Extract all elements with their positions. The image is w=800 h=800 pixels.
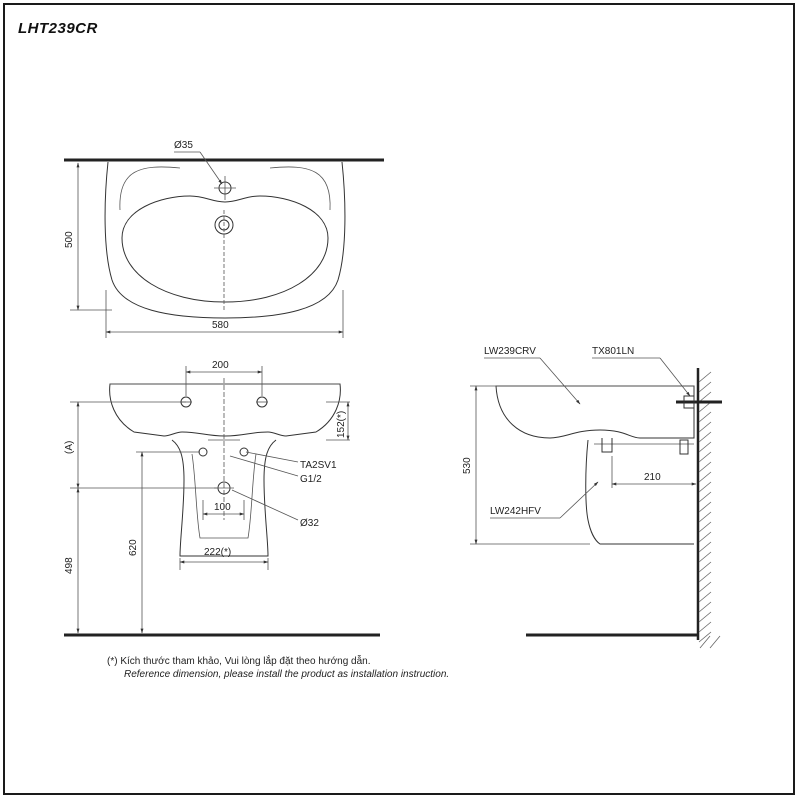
wall-hatch-line: [698, 421, 712, 433]
label-drain-spacing: 100: [214, 502, 231, 513]
wall-hatch-line: [698, 561, 712, 573]
wall-hatch-line: [698, 551, 712, 563]
wall-fitting: [679, 439, 689, 455]
trap-side: [601, 438, 613, 453]
trap-left: [198, 447, 208, 457]
wall-hatch-line: [698, 441, 712, 453]
wall-hatch-line: [698, 401, 712, 413]
label-hole-diameter: Ø35: [174, 140, 193, 151]
wall-hatch-line: [698, 571, 712, 583]
label-height-a: (A): [64, 441, 75, 454]
label-pedestal-model: LW242HFV: [490, 506, 541, 517]
wall-hatch-line: [698, 531, 712, 543]
label-thread: G1/2: [300, 474, 322, 485]
basin-outline-front: [109, 383, 341, 437]
drawing-frame: [3, 3, 795, 795]
basin-outline-top: [104, 161, 346, 319]
wall-hatch-line: [698, 481, 712, 493]
wall-hatch-line: [698, 621, 712, 633]
wall-hatch-line: [698, 451, 712, 463]
note-vi: (*) Kích thước tham khảo, Vui lòng lắp đ…: [107, 656, 371, 667]
front-view: 200 100 222(*) TA2SV1 G1/2 Ø32 152(*): [64, 360, 380, 637]
bowl-outline: [121, 195, 329, 303]
label-wall-offset: 210: [644, 472, 661, 483]
side-view: 530 210 LW239CRV TX801LN LW242HFV: [462, 346, 722, 649]
label-drain-diameter: Ø32: [300, 518, 319, 529]
wall-hatch-line: [698, 381, 712, 393]
wall-hatch-line: [698, 611, 712, 623]
wall-hatch-line: [698, 471, 712, 483]
label-pedestal-width: 222(*): [204, 547, 231, 558]
floor-hatch-line: [699, 635, 711, 649]
label-mount-model: TX801LN: [592, 346, 634, 357]
wall-hatch-line: [698, 631, 712, 643]
wall-hatch-line: [698, 461, 712, 473]
wall-hatch-line: [698, 411, 712, 423]
wall-hatch-line: [698, 491, 712, 503]
wall-hatch-line: [698, 591, 712, 603]
pedestal-outline-side: [585, 439, 694, 545]
label-inner-height: 152(*): [336, 411, 347, 438]
label-floor-to-drain: 620: [128, 539, 139, 556]
wall-hatch-line: [698, 431, 712, 443]
model-title: LHT239CR: [18, 20, 98, 37]
wall-hatch-line: [698, 541, 712, 553]
label-depth: 500: [64, 231, 75, 248]
label-total-height: 530: [462, 457, 473, 474]
top-view: Ø35 500 580: [64, 140, 384, 338]
note-en: Reference dimension, please install the …: [124, 669, 450, 680]
label-tap-spacing: 200: [212, 360, 229, 371]
label-width: 580: [212, 320, 229, 331]
wall-hatch-line: [698, 501, 712, 513]
label-basin-model: LW239CRV: [484, 346, 536, 357]
label-floor-height: 498: [64, 557, 75, 574]
wall-hatch-line: [698, 521, 712, 533]
wall-hatch-line: [698, 371, 712, 383]
wall-hatch-line: [698, 511, 712, 523]
floor-hatch-line: [709, 635, 721, 649]
label-trap: TA2SV1: [300, 460, 337, 471]
wall-hatch-line: [698, 391, 712, 403]
basin-outline-side: [495, 385, 695, 439]
pedestal-outline-front: [171, 439, 277, 557]
wall-hatch-line: [698, 601, 712, 613]
wall-hatch-line: [698, 581, 712, 593]
